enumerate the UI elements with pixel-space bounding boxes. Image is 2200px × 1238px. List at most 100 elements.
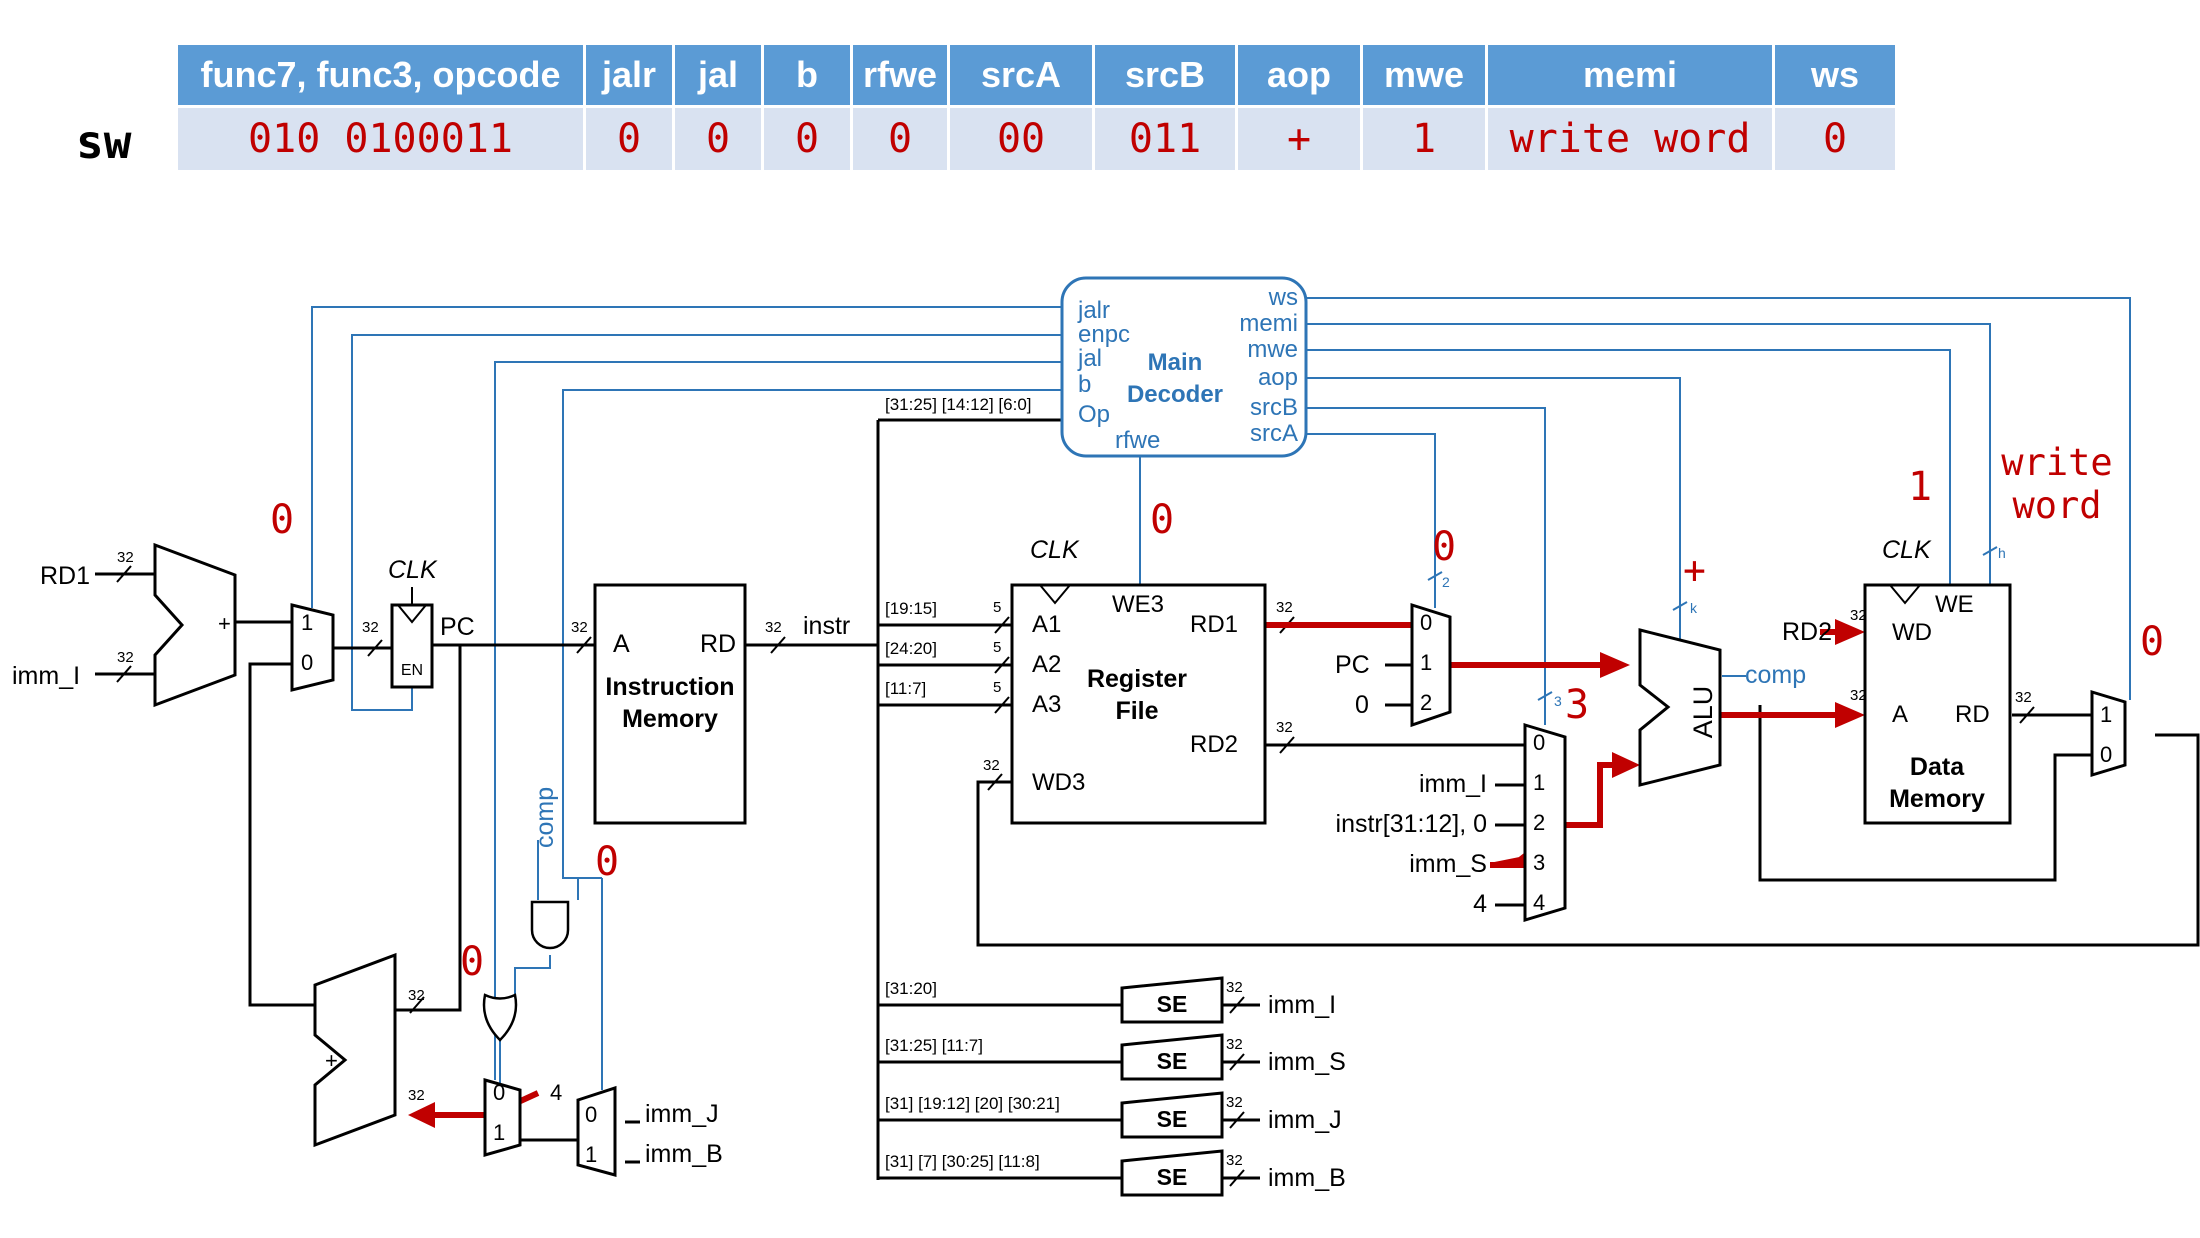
svg-text:0: 0: [1420, 610, 1432, 635]
rf-clock-triangle: [1039, 584, 1071, 605]
bus-slashes: [116, 565, 2035, 1187]
svg-text:PC: PC: [1335, 651, 1370, 679]
svg-text:[31:25] [14:12] [6:0]: [31:25] [14:12] [6:0]: [885, 395, 1032, 414]
svg-text:32: 32: [765, 619, 782, 636]
se-immi: [1120, 976, 1224, 1024]
svg-text:imm_J: imm_J: [1268, 1106, 1342, 1134]
svg-text:5: 5: [993, 679, 1001, 696]
cell-rfwe: 0: [853, 108, 948, 170]
svg-text:5: 5: [993, 599, 1001, 616]
svg-text:WD: WD: [1892, 619, 1932, 646]
control-wires: [311, 297, 2131, 1090]
aop-width: k: [1690, 600, 1698, 616]
decoder-signals: jalr enpc jal b Op rfwe ws memi mwe aop …: [1077, 284, 1298, 454]
svg-text:Main: Main: [1148, 349, 1203, 376]
alu: [1638, 628, 1722, 787]
memi-width: h: [1998, 545, 2006, 561]
svg-text:[31:20]: [31:20]: [885, 979, 937, 998]
svg-text:1: 1: [1533, 770, 1545, 795]
instruction-memory: [593, 583, 747, 825]
svg-text:32: 32: [1226, 1152, 1243, 1169]
svg-text:RD: RD: [1955, 701, 1990, 728]
svg-text:32: 32: [408, 1087, 425, 1104]
svg-text:3: 3: [1533, 850, 1545, 875]
svg-text:RD1: RD1: [1190, 611, 1238, 638]
svg-text:File: File: [1115, 697, 1158, 725]
cell-srca: 00: [950, 108, 1093, 170]
header-b: b: [764, 45, 850, 105]
header-srcb: srcB: [1095, 45, 1236, 105]
dmem-clock-triangle: [1889, 584, 1921, 605]
svg-text:Decoder: Decoder: [1127, 381, 1223, 408]
srcb-wire: [1306, 407, 1546, 725]
svg-text:4: 4: [1473, 890, 1487, 918]
srcb-mux: [1523, 722, 1567, 923]
svg-text:CLK: CLK: [1882, 536, 1932, 564]
annotation-memi-1: write: [2001, 441, 2112, 484]
and-gate: [530, 900, 570, 950]
svg-text:+: +: [218, 611, 231, 636]
svg-text:+: +: [325, 1048, 338, 1073]
svg-text:Data: Data: [1910, 753, 1965, 781]
annotation-memi-2: word: [2012, 484, 2101, 527]
imm-mux: [576, 1085, 617, 1177]
signal-annotations: 0 0 0 3 + 1 write word 0 0 0: [270, 441, 2164, 985]
branch-adder: [313, 952, 397, 1148]
svg-text:Memory: Memory: [622, 705, 718, 733]
svg-text:imm_I: imm_I: [1268, 991, 1336, 1019]
svg-text:enpc: enpc: [1078, 321, 1130, 348]
cell-jalr: 0: [586, 108, 672, 170]
annotation-srca: 0: [1432, 524, 1456, 570]
srca-slash: [1427, 571, 1443, 581]
table-row: 010 0100011 0 0 0 0 00 011 + 1 write wor…: [178, 108, 1896, 170]
cell-aop: +: [1238, 108, 1361, 170]
svg-text:memi: memi: [1239, 310, 1298, 337]
svg-text:32: 32: [117, 649, 134, 666]
svg-text:CLK: CLK: [1030, 536, 1080, 564]
se-immb: [1120, 1149, 1224, 1197]
svg-text:1: 1: [2100, 702, 2112, 727]
svg-text:[19:15]: [19:15]: [885, 599, 937, 618]
alu-to-ws-wire: [1758, 705, 2092, 882]
or-gate: [482, 993, 518, 1042]
svg-text:imm_J: imm_J: [645, 1100, 719, 1128]
svg-text:[31] [19:12] [20] [30:21]: [31] [19:12] [20] [30:21]: [885, 1094, 1060, 1113]
svg-text:0: 0: [1355, 691, 1369, 719]
srca-wire: [1306, 433, 1436, 608]
cell-mwe: 1: [1363, 108, 1486, 170]
svg-text:imm_I: imm_I: [1419, 770, 1487, 798]
jal-mux: [483, 1078, 522, 1157]
svg-text:0: 0: [301, 650, 313, 675]
svg-text:RD1: RD1: [40, 562, 90, 590]
components: [153, 542, 2127, 1197]
svg-text:32: 32: [1226, 979, 1243, 996]
svg-text:32: 32: [117, 549, 134, 566]
annotation-srcb: 3: [1565, 682, 1589, 728]
se-immj: [1120, 1091, 1224, 1139]
srca-width: 2: [1442, 574, 1450, 590]
svg-text:srcB: srcB: [1250, 394, 1298, 421]
and-to-or-wire: [514, 955, 551, 995]
instruction-label: sw: [76, 115, 132, 169]
svg-text:1: 1: [585, 1142, 597, 1167]
svg-text:CLK: CLK: [388, 556, 438, 584]
header-srca: srcA: [950, 45, 1093, 105]
svg-text:instr[31:12], 0: instr[31:12], 0: [1336, 810, 1487, 838]
svg-text:PC: PC: [440, 613, 475, 641]
svg-text:ws: ws: [1268, 284, 1298, 311]
svg-text:32: 32: [571, 619, 588, 636]
svg-text:2: 2: [1420, 690, 1432, 715]
header-aop: aop: [1238, 45, 1361, 105]
comp-label-vertical: comp: [531, 787, 559, 848]
svg-text:4: 4: [550, 1080, 562, 1105]
pc-clock-triangle: [397, 604, 427, 624]
svg-text:WD3: WD3: [1032, 769, 1085, 796]
annotation-aop: +: [1683, 548, 1706, 592]
svg-text:Op: Op: [1078, 401, 1110, 428]
header-memi: memi: [1488, 45, 1773, 105]
svg-text:A3: A3: [1032, 691, 1061, 718]
se-imms: [1120, 1033, 1224, 1081]
svg-text:RD2: RD2: [1782, 618, 1832, 646]
ws-wire: [1306, 297, 2131, 700]
svg-text:32: 32: [362, 619, 379, 636]
